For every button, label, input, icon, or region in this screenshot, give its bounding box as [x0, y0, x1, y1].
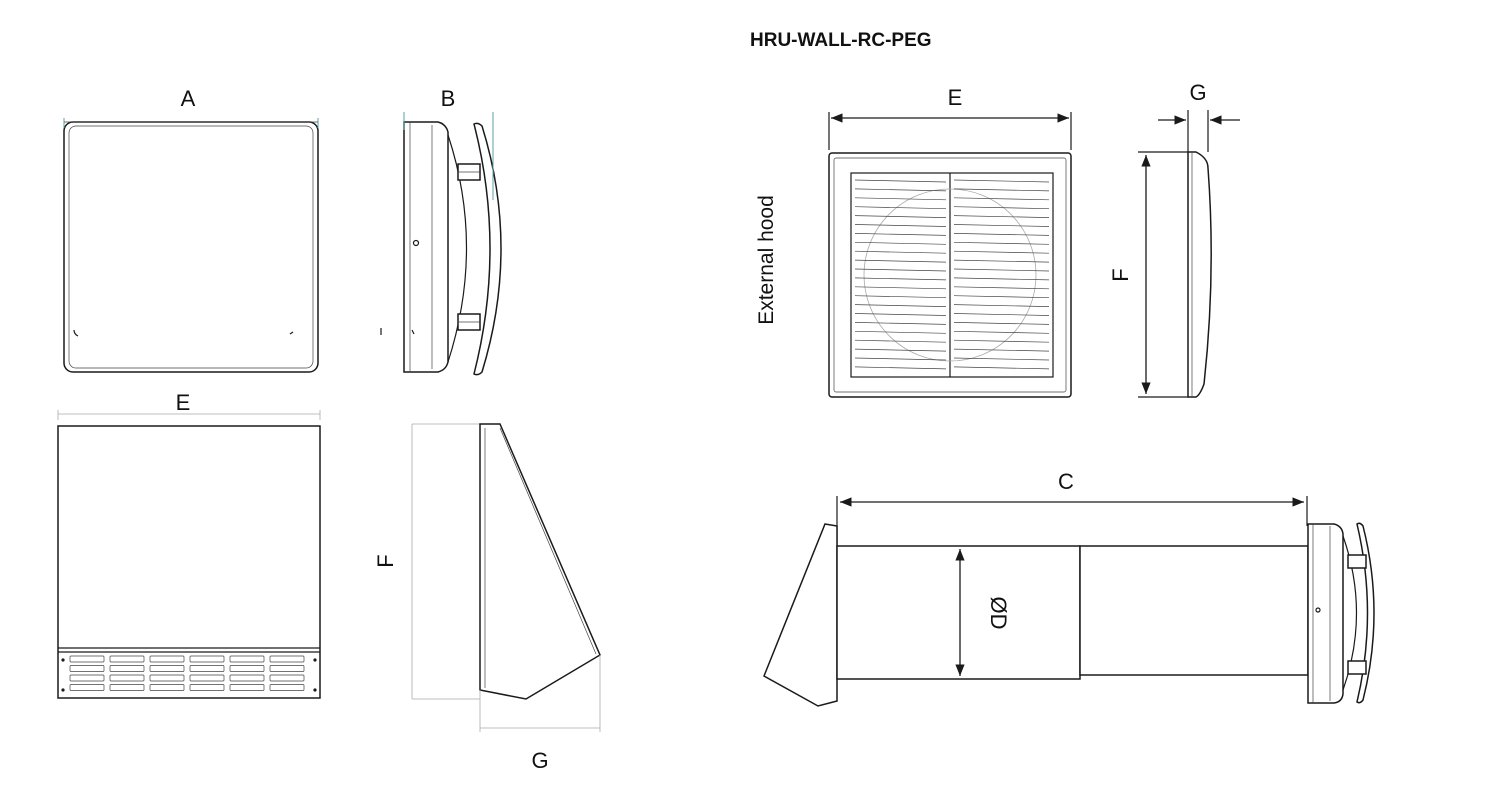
external-hood-label: External hood	[755, 195, 778, 325]
louvre-slot	[149, 665, 185, 672]
louvre-slot	[109, 674, 145, 682]
screw-dot	[61, 688, 65, 692]
louvre-slot	[269, 655, 305, 663]
louvre-slot	[229, 674, 265, 682]
grille-slat	[854, 224, 947, 227]
grille-slat	[953, 330, 1050, 334]
grille-slat	[953, 233, 1050, 236]
grille-slat	[953, 268, 1050, 272]
grille-slat	[953, 188, 1050, 192]
dimension-label-e-right: E	[948, 85, 963, 110]
front-view-grille	[828, 112, 1072, 398]
dimension-label-c: C	[1058, 469, 1074, 494]
grille-slat	[854, 366, 947, 370]
grille-slat	[953, 197, 1050, 201]
grille-slat	[854, 197, 947, 201]
grille-slat	[953, 295, 1050, 299]
grille-slat	[854, 268, 947, 272]
grille-slat	[953, 179, 1050, 183]
louvre-slot	[189, 674, 225, 682]
screw-dot	[313, 688, 317, 692]
louvre-slot	[69, 665, 105, 672]
grille-slat	[953, 250, 1050, 254]
drawing-title: HRU-WALL-RC-PEG	[750, 30, 932, 51]
grille-slat	[854, 188, 947, 192]
grille-slat	[953, 313, 1050, 316]
louvre-slot	[149, 674, 185, 682]
dimension-label-a: A	[181, 86, 196, 111]
side-view-grille	[1138, 110, 1240, 398]
dimension-label-e-left: E	[176, 390, 191, 415]
grille-slat	[953, 259, 1050, 263]
grille-slat	[953, 322, 1050, 325]
grille-slat	[854, 339, 947, 343]
louvre-slot	[149, 684, 185, 691]
grille-slat	[953, 277, 1050, 281]
louvre-slot	[229, 684, 265, 691]
grille-slat	[854, 179, 947, 183]
grille-slat	[953, 224, 1050, 227]
grille-slat	[854, 259, 947, 263]
front-view-cowl	[57, 410, 321, 699]
dimension-label-g-right: G	[1189, 80, 1206, 105]
side-view-cover	[380, 112, 502, 376]
screw-dot	[313, 658, 317, 662]
louvre-slot	[189, 655, 225, 663]
louvre-slot	[109, 665, 145, 672]
grille-slat	[953, 241, 1050, 245]
grille-slat	[953, 348, 1050, 352]
grille-slat	[953, 215, 1050, 218]
louvre-slot	[69, 674, 105, 682]
grille-slat	[953, 357, 1050, 361]
louvre-slot	[189, 665, 225, 672]
grille-slat	[854, 357, 947, 361]
grille-slat	[854, 241, 947, 245]
grille-slat	[854, 215, 947, 218]
dimension-label-g-left: G	[531, 748, 548, 773]
grille-slat	[953, 366, 1050, 370]
louvre-slot	[189, 684, 225, 691]
grille-slat	[953, 304, 1050, 307]
grille-slat	[854, 304, 947, 307]
grille-slat	[854, 286, 947, 290]
grille-slat	[854, 250, 947, 254]
screw-dot	[61, 658, 65, 662]
grille-slat	[854, 206, 947, 210]
louvre-slot	[229, 665, 265, 672]
dimension-label-diameter-d: ØD	[986, 597, 1011, 630]
grille-slat	[854, 348, 947, 352]
dimension-label-b: B	[441, 86, 456, 111]
louvre-slot	[149, 655, 185, 663]
louvre-slot	[109, 655, 145, 663]
assembly-view	[763, 496, 1375, 707]
louvre-slot	[269, 684, 305, 691]
grille-slat	[854, 277, 947, 281]
louvre-slot	[229, 655, 265, 663]
grille-slat	[953, 286, 1050, 290]
grille-slat	[854, 322, 947, 325]
dimension-label-f-right: F	[1108, 268, 1133, 281]
side-view-cowl	[411, 423, 601, 732]
grille-slat	[854, 330, 947, 334]
grille-slat	[953, 206, 1050, 210]
front-view-cover	[63, 118, 319, 373]
louvre-slot	[109, 684, 145, 691]
louvre-slot	[69, 684, 105, 691]
louvre-slot	[69, 655, 105, 663]
louvre-slot	[269, 665, 305, 672]
grille-slat	[854, 313, 947, 316]
grille-slat	[953, 339, 1050, 343]
dimension-label-f-left: F	[373, 554, 398, 567]
grille-slat	[854, 295, 947, 299]
louvre-slot	[269, 674, 305, 682]
grille-slat	[854, 233, 947, 236]
